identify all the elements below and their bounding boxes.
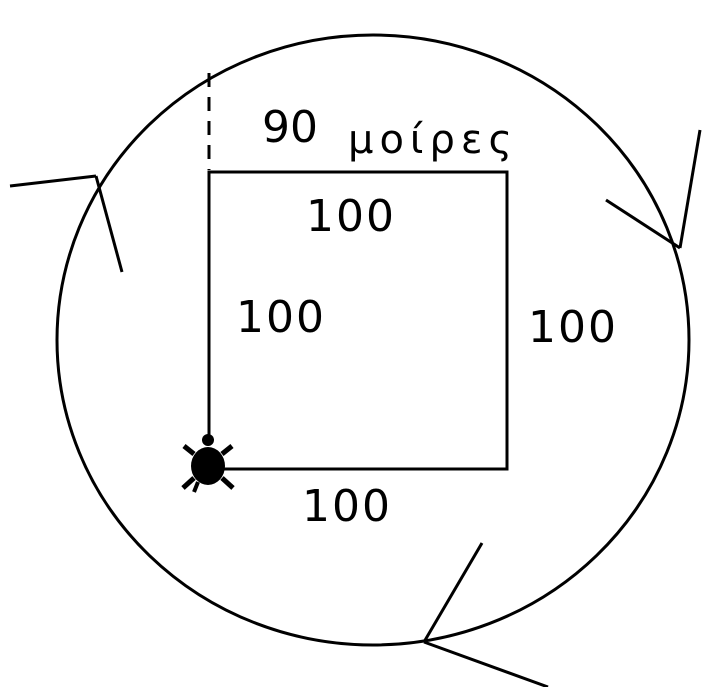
angle-unit-label: μοίρες: [348, 117, 518, 163]
side-length-left-label: 100: [236, 292, 326, 343]
clockwise-arrow-icon: [9, 174, 124, 273]
clockwise-arrow-icon: [422, 542, 549, 687]
square-path: [207, 170, 509, 471]
angle-value-label: 90: [262, 102, 318, 153]
turtle-icon: [181, 434, 235, 493]
rotation-circle: [55, 33, 691, 647]
side-length-bottom-label: 100: [302, 481, 392, 532]
side-length-right-label: 100: [528, 302, 618, 353]
clockwise-arrow-icon: [605, 129, 702, 250]
side-length-top-label: 100: [306, 191, 396, 242]
